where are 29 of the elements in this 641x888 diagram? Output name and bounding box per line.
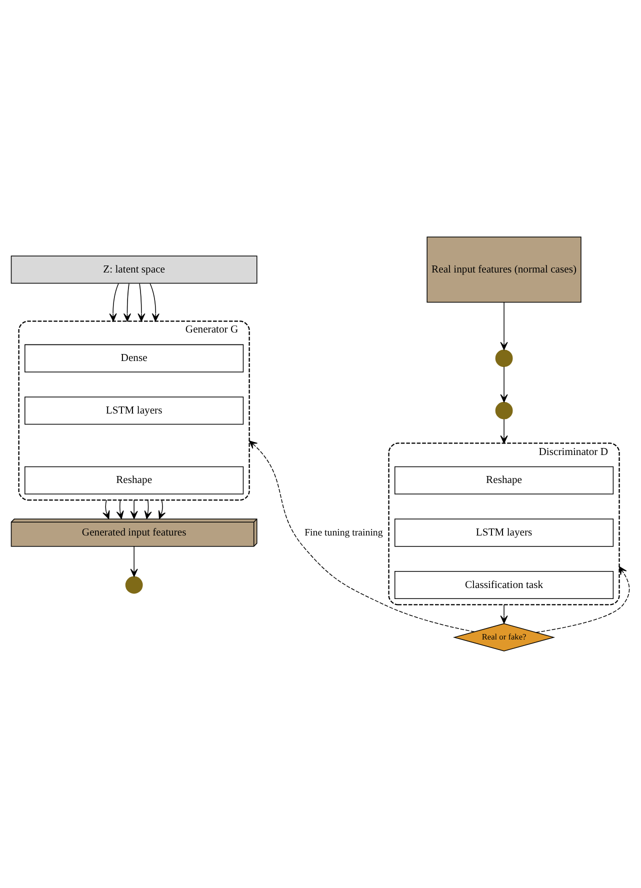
- arrow: [130, 546, 138, 577]
- node-circle: [495, 402, 513, 420]
- arrow: [116, 500, 124, 520]
- node-box: Classification task: [394, 570, 614, 600]
- node-box: Reshape: [24, 466, 244, 494]
- node-box: Reshape: [394, 466, 614, 494]
- node-diamond: Real or fake?: [452, 623, 556, 652]
- node-box: LSTM layers: [394, 518, 614, 547]
- arrow: [123, 283, 132, 322]
- node-circle: [495, 350, 513, 368]
- arrow: [138, 283, 146, 322]
- node-box: Dense: [24, 344, 244, 372]
- arrow: [150, 283, 160, 322]
- node-box: Z: latent space: [10, 256, 258, 284]
- arrow: [248, 440, 475, 632]
- arrow: [102, 500, 110, 520]
- node-box: LSTM layers: [24, 396, 244, 425]
- arrow: [536, 566, 630, 633]
- arrow: [500, 366, 508, 402]
- node-box: Real input features (normal cases): [426, 236, 582, 303]
- arrow: [500, 418, 508, 444]
- arrow: [500, 604, 508, 624]
- arrow: [158, 500, 166, 520]
- arrow: [500, 302, 508, 350]
- edge-label: Fine tuning training: [304, 527, 383, 538]
- arrow: [109, 283, 119, 322]
- arrow: [144, 500, 152, 520]
- arrow: [130, 500, 138, 520]
- node-circle: [125, 576, 143, 594]
